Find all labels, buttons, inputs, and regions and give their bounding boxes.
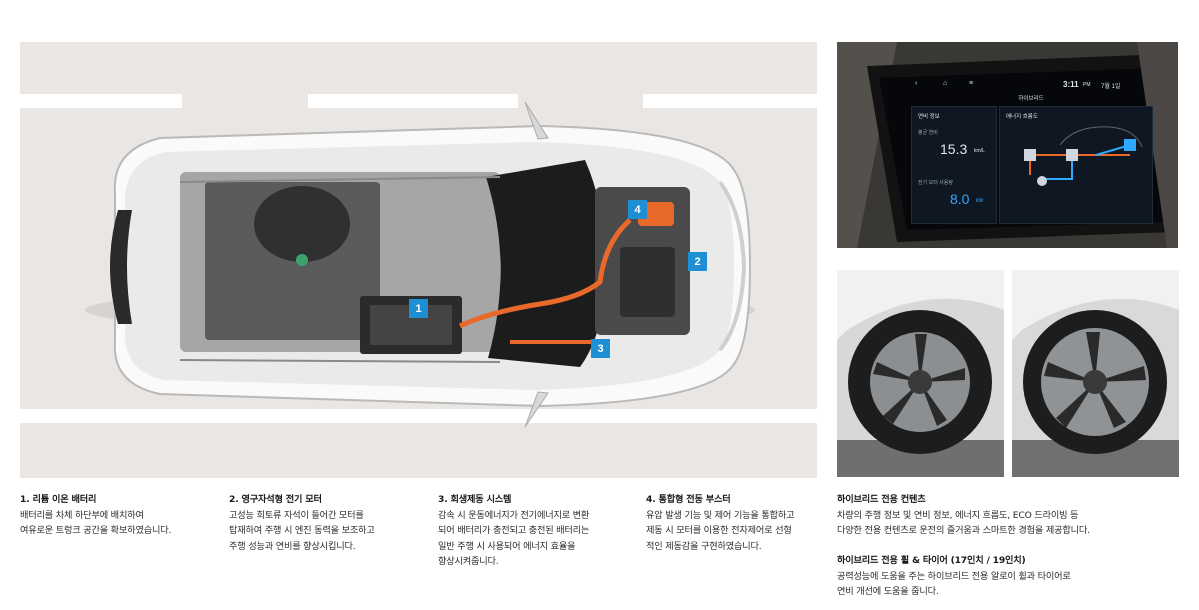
hybrid-contents-section: 하이브리드 전용 컨텐츠 차량의 주행 정보 및 연비 정보, 에너지 흐름도,… [837, 492, 1090, 539]
feature-text: 향상시켜줍니다. [438, 556, 499, 567]
section-title: 하이브리드 전용 휠 & 타이어 (17인치 / 19인치) [837, 555, 1026, 566]
feature-text: 적인 제동감을 구현하였습니다. [646, 540, 762, 552]
section-text: 연비 개선에 도움을 줍니다. [837, 586, 939, 597]
fuel-unit: km/L [974, 148, 985, 154]
feature-text: 일반 주행 시 사용되어 에너지 효율을 [438, 540, 576, 552]
feature-text: 주행 성능과 연비를 향상시킵니다. [229, 540, 356, 552]
callout-battery: 1 [409, 299, 428, 318]
feature-text: 탑재하여 주행 시 엔진 동력을 보조하고 [229, 525, 375, 536]
feature-text: 제동 시 모터를 이용한 전자제어로 선형 [646, 525, 792, 536]
feature-booster: 4. 통합형 전동 부스터 유압 발생 기능 및 제어 기능을 통합하고 제동 … [646, 492, 795, 554]
clock-ampm: PM [1083, 82, 1091, 88]
feature-text: 여유로운 트렁크 공간을 확보하였습니다. [20, 525, 172, 536]
power-unit: kW [976, 198, 984, 204]
feature-title: 2. 영구자석형 전기 모터 [229, 494, 322, 505]
menu-icon: ≡ [969, 80, 974, 87]
energy-flow-diagram [1024, 126, 1143, 186]
home-icon: ⌂ [943, 80, 948, 87]
feature-text: 유압 발생 기능 및 제어 기능을 통합하고 [646, 509, 795, 521]
callout-booster: 4 [628, 200, 647, 219]
energy-flow-panel: 에너지 흐름도 [999, 106, 1153, 224]
section-text: 공력성능에 도움을 주는 하이브리드 전용 알로이 휠과 타이어로 [837, 570, 1071, 582]
feature-text: 되어 배터리가 충전되고 충전된 배터리는 [438, 525, 590, 536]
feature-text: 감속 시 운동에너지가 전기에너지로 변환 [438, 509, 590, 521]
feature-title: 1. 리튬 이온 배터리 [20, 494, 97, 505]
fuel-info-panel: 연비 정보 평균 연비 15.3 km/L 전기 모터 사용량 8.0 kW [911, 106, 997, 224]
fuel-value: 15.3 [940, 141, 968, 157]
energy-panel-header: 에너지 흐름도 [1006, 114, 1038, 120]
road-marking [308, 94, 518, 108]
feature-text: 배터리를 차체 하단부에 배치하여 [20, 509, 144, 521]
section-title: 하이브리드 전용 컨텐츠 [837, 494, 926, 505]
section-text: 다양한 전용 컨텐츠로 운전의 즐거움과 스마트한 경험을 제공합니다. [837, 525, 1090, 536]
power-value: 8.0 [950, 191, 970, 207]
fuel-panel-header: 연비 정보 [918, 114, 940, 120]
road-marking [643, 94, 817, 108]
infotainment-screen: ‹ ⌂ ≡ 3:11 PM 7월 1일 하이브리드 연비 정보 평균 연비 15… [907, 78, 1155, 228]
road-marking [20, 409, 817, 423]
screen-section-title: 하이브리드 [1018, 96, 1044, 102]
road-marking [20, 94, 182, 108]
feature-title: 3. 회생제동 시스템 [438, 494, 512, 505]
infotainment-photo: ‹ ⌂ ≡ 3:11 PM 7월 1일 하이브리드 연비 정보 평균 연비 15… [837, 42, 1178, 248]
section-text: 차량의 주행 정보 및 연비 정보, 에너지 흐름도, ECO 드라이빙 등 [837, 509, 1079, 521]
hybrid-system-illustration: 1 2 3 4 [20, 42, 817, 478]
callout-motor: 2 [688, 252, 707, 271]
feature-motor: 2. 영구자석형 전기 모터 고성능 희토류 자석이 들어간 모터를 탑재하여 … [229, 492, 375, 554]
feature-regen-brake: 3. 회생제동 시스템 감속 시 운동에너지가 전기에너지로 변환 되어 배터리… [438, 492, 589, 570]
feature-battery: 1. 리튬 이온 배터리 배터리를 차체 하단부에 배치하여 여유로운 트렁크 … [20, 492, 171, 539]
fuel-label: 평균 연비 [918, 130, 938, 136]
back-icon: ‹ [915, 80, 918, 87]
wheel-17inch-photo [837, 270, 1004, 477]
power-label: 전기 모터 사용량 [918, 180, 953, 186]
hybrid-wheels-section: 하이브리드 전용 휠 & 타이어 (17인치 / 19인치) 공력성능에 도움을… [837, 553, 1071, 600]
clock-time: 3:11 [1063, 80, 1079, 89]
callout-regen-brake: 3 [591, 339, 610, 358]
feature-title: 4. 통합형 전동 부스터 [646, 494, 731, 505]
date-label: 7월 1일 [1101, 84, 1121, 90]
car-cutaway-image [85, 101, 755, 428]
wheel-19inch-photo [1012, 270, 1179, 477]
feature-text: 고성능 희토류 자석이 들어간 모터를 [229, 509, 364, 521]
